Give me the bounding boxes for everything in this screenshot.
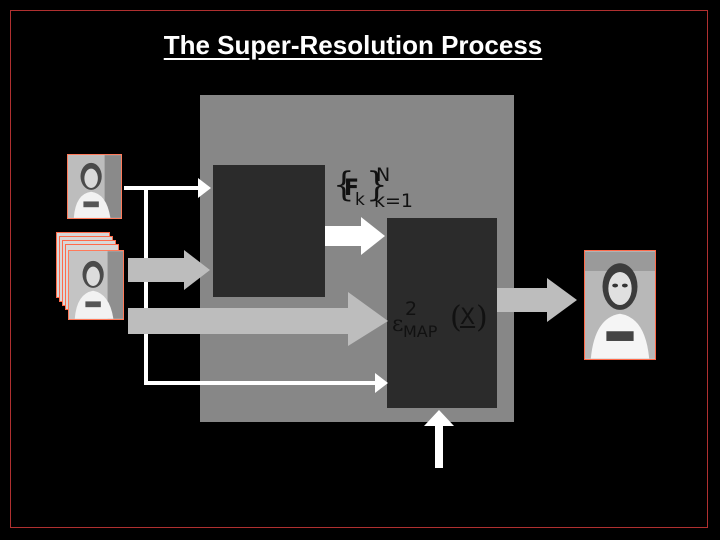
estimation-block	[387, 218, 497, 408]
slide-title: The Super-Resolution Process	[163, 30, 543, 60]
cost-close-paren: )	[476, 300, 488, 335]
cost-variable: X	[460, 305, 476, 330]
slide-border	[10, 10, 708, 528]
cost-open-paren: (	[450, 300, 462, 335]
feed-arrow-top	[198, 178, 211, 198]
feed-arrow-bottom	[375, 373, 388, 393]
feed-line-top	[124, 186, 200, 190]
frames-to-estimation-arrow	[128, 292, 388, 346]
super-resolved-output-image	[584, 250, 656, 360]
formula-superscript: N	[376, 164, 391, 186]
cost-subscript: MAP	[403, 322, 438, 341]
formula-symbol: F	[344, 176, 360, 201]
motion-to-estimation-arrow	[325, 217, 385, 255]
person-photo-icon	[69, 251, 123, 319]
formula-left-brace: {	[333, 165, 355, 205]
low-resolution-frame-image	[68, 250, 124, 320]
frames-to-registration-arrow	[128, 250, 210, 290]
reference-frame-image	[67, 154, 122, 219]
person-photo-icon	[68, 155, 121, 218]
formula-right-brace: }	[366, 165, 388, 205]
estimation-to-output-arrow	[497, 278, 577, 322]
feed-line-bottom	[144, 381, 377, 385]
registration-block	[213, 165, 325, 297]
cost-superscript: 2	[405, 298, 418, 320]
formula-subscript: k	[355, 190, 365, 210]
cost-epsilon: ε	[392, 312, 404, 337]
person-photo-icon	[585, 251, 655, 359]
formula-range: k=1	[374, 190, 414, 212]
feed-line-vertical	[144, 186, 148, 385]
prior-input-arrow	[424, 410, 454, 468]
